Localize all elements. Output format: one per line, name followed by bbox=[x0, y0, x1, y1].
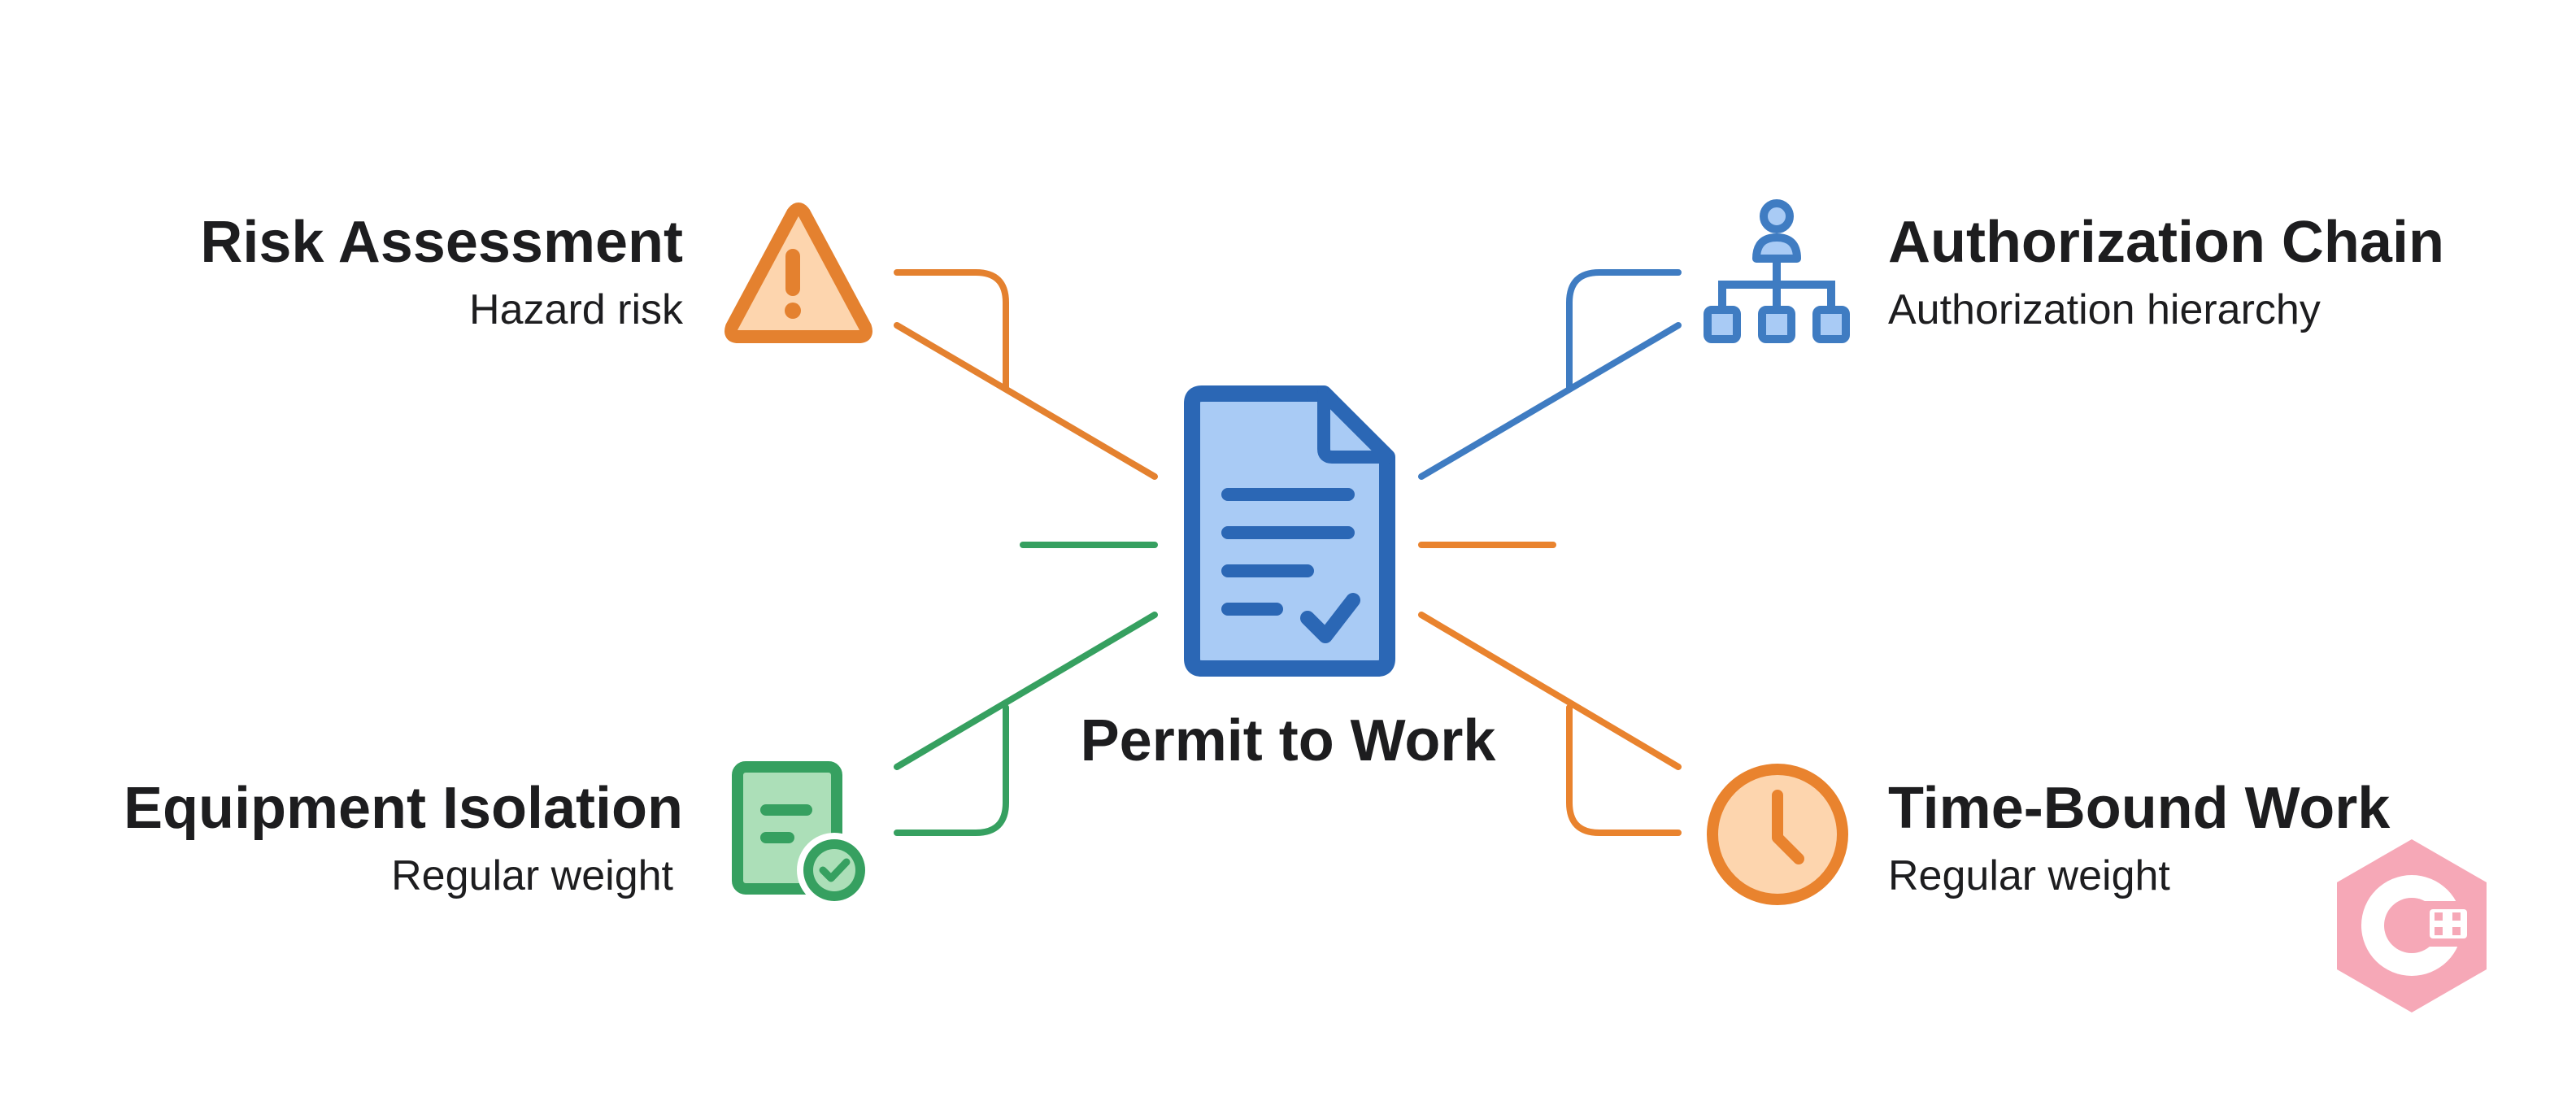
equipment-isolation-subtitle: Regular weight bbox=[391, 852, 673, 899]
authorization-chain-title: Authorization Chain bbox=[1888, 210, 2444, 275]
document-check-icon bbox=[1184, 385, 1395, 677]
risk-assessment-title: Risk Assessment bbox=[200, 210, 683, 275]
center-label: Permit to Work bbox=[1081, 708, 1497, 773]
watermark-badge-icon bbox=[2337, 839, 2487, 1012]
equipment-isolation-title: Equipment Isolation bbox=[124, 776, 683, 841]
org-hierarchy-icon bbox=[1704, 199, 1850, 343]
time-bound-work-subtitle: Regular weight bbox=[1888, 852, 2170, 899]
connector-equipment-isolation bbox=[894, 612, 1158, 836]
connector-risk-assessment bbox=[894, 269, 1158, 480]
clock-icon bbox=[1707, 764, 1848, 905]
risk-assessment-subtitle: Hazard risk bbox=[469, 286, 684, 333]
time-bound-work-title: Time-Bound Work bbox=[1888, 776, 2391, 841]
connector-authorization-chain bbox=[1418, 269, 1682, 480]
checklist-document-icon bbox=[732, 761, 872, 908]
warning-triangle-icon bbox=[724, 202, 872, 343]
connector-time-bound-work bbox=[1418, 612, 1682, 836]
authorization-chain-subtitle: Authorization hierarchy bbox=[1888, 286, 2321, 333]
